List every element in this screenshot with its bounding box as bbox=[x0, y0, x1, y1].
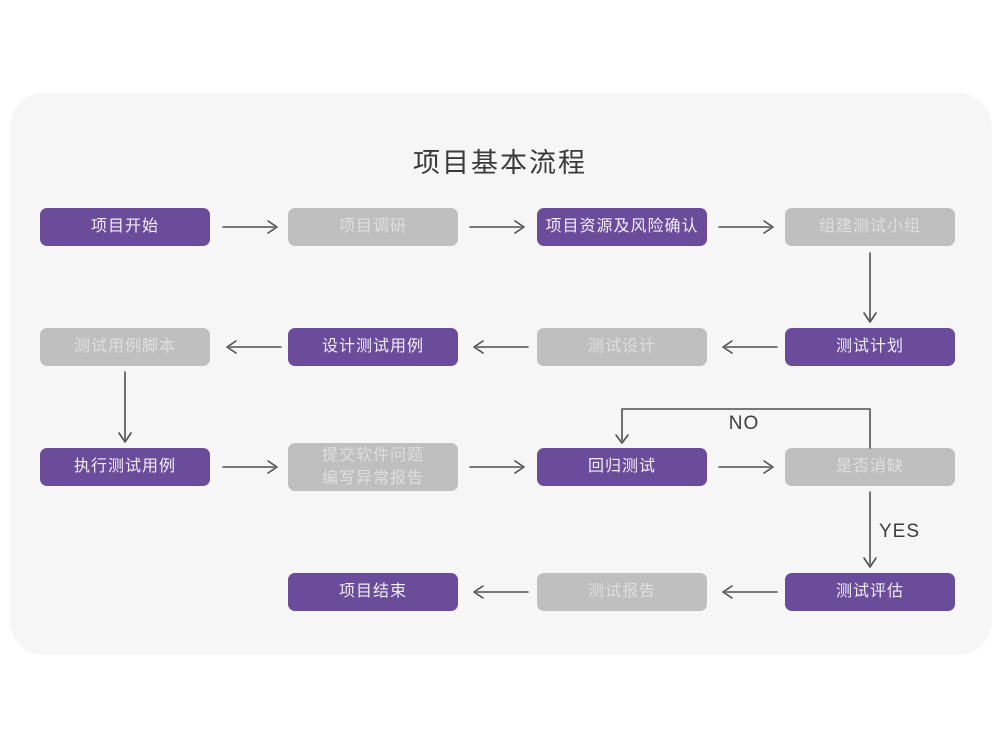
edge-label-no: NO bbox=[728, 413, 760, 434]
node-design-test-case: 设计测试用例 bbox=[288, 328, 458, 366]
node-project-start: 项目开始 bbox=[40, 208, 210, 246]
node-line-2: 编写异常报告 bbox=[321, 470, 424, 487]
node-submit-issue-report: 提交软件问题 编写异常报告 bbox=[288, 443, 458, 491]
node-build-test-team: 组建测试小组 bbox=[785, 208, 955, 246]
node-test-case-script: 测试用例脚本 bbox=[40, 328, 210, 366]
node-resource-risk-confirm: 项目资源及风险确认 bbox=[537, 208, 707, 246]
node-project-end: 项目结束 bbox=[288, 573, 458, 611]
page-title: 项目基本流程 bbox=[413, 148, 587, 178]
node-test-plan: 测试计划 bbox=[785, 328, 955, 366]
node-execute-test-case: 执行测试用例 bbox=[40, 448, 210, 486]
edge-label-yes: YES bbox=[879, 521, 921, 542]
flowchart-canvas bbox=[10, 93, 992, 655]
node-defect-cleared: 是否消缺 bbox=[785, 448, 955, 486]
node-test-report: 测试报告 bbox=[537, 573, 707, 611]
node-test-evaluation: 测试评估 bbox=[785, 573, 955, 611]
node-line-1: 提交软件问题 bbox=[321, 447, 424, 464]
node-project-research: 项目调研 bbox=[288, 208, 458, 246]
node-test-design: 测试设计 bbox=[537, 328, 707, 366]
node-regression-test: 回归测试 bbox=[537, 448, 707, 486]
